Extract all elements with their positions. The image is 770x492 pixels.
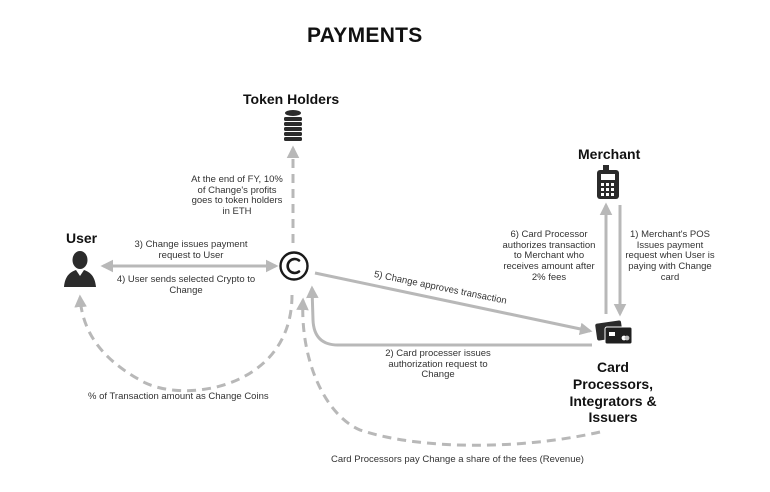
token-holders-label: Token Holders — [243, 91, 340, 107]
step3-line: request to User — [158, 249, 224, 261]
coin-stack-icon — [284, 110, 302, 141]
step3-label: 3) Change issues payment request to User — [126, 239, 256, 261]
fy-profit-line: goes to token holders — [191, 195, 283, 207]
step1-line: 1) Merchant's POS — [630, 229, 710, 240]
step2-line: authorization request to — [388, 358, 488, 370]
fy-profit-line: in ETH — [222, 205, 252, 217]
merchant-label: Merchant — [578, 146, 641, 162]
arrow-change-coins-to-user — [74, 294, 294, 393]
step3-line: 3) Change issues payment — [134, 239, 248, 250]
step6-line: to Merchant who — [513, 250, 585, 262]
step4-line: Change — [169, 284, 203, 296]
step6-label: 6) Card Processor authorizes transaction… — [495, 229, 603, 283]
step1-label: 1) Merchant's POS Issues payment request… — [620, 229, 720, 283]
card-processors-line: Integrators & — [569, 392, 657, 409]
step4-label: 4) User sends selected Crypto to Change — [106, 274, 266, 296]
fy-profit-line: of Change's profits — [197, 184, 277, 196]
card-processors-label: Card Processors, Integrators & Issuers — [568, 359, 658, 426]
step4-line: 4) User sends selected Crypto to — [116, 274, 256, 285]
step1-line: paying with Change — [628, 260, 712, 272]
step6-line: 6) Card Processor — [510, 229, 588, 240]
step2-label: 2) Card processer issues authorization r… — [378, 348, 498, 381]
card-processors-line: Issuers — [588, 409, 638, 426]
step6-line: receives amount after — [503, 260, 595, 272]
coins-label: % of Transaction amount as Change Coins — [88, 391, 269, 402]
arrow-revenue-to-change — [296, 297, 601, 447]
fy-profit-label: At the end of FY, 10% of Change's profit… — [182, 174, 292, 218]
user-label: User — [66, 230, 98, 246]
payment-cards-icon — [595, 320, 633, 345]
step1-line: request when User is — [625, 250, 715, 262]
step2-line: Change — [421, 369, 455, 381]
user-person-icon — [64, 251, 96, 287]
page-title: PAYMENTS — [307, 24, 423, 47]
arrow-change-to-card-processors — [314, 271, 593, 336]
card-processors-line: Processors, — [572, 375, 654, 392]
revenue-label: Card Processors pay Change a share of th… — [331, 454, 584, 465]
step6-line: 2% fees — [531, 271, 567, 283]
step1-line: card — [660, 271, 680, 283]
step6-line: authorizes transaction — [502, 239, 596, 251]
fy-profit-line: At the end of FY, 10% — [191, 174, 283, 185]
arrow-card-processors-to-change — [306, 285, 592, 347]
pos-terminal-icon — [597, 165, 619, 199]
change-logo-icon — [279, 251, 309, 281]
step2-line: 2) Card processer issues — [385, 348, 491, 359]
card-processors-line: Card — [597, 359, 629, 375]
step1-line: Issues payment — [636, 239, 704, 251]
